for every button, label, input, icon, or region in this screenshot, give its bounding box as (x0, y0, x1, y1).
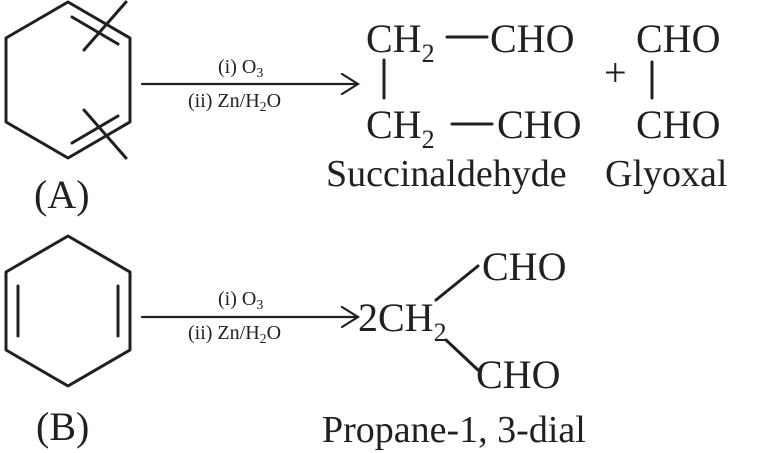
ring-a-double-bond-bottom (70, 114, 120, 145)
cho-a-bottom: CHO (497, 102, 581, 147)
reagent-b-1: (i) O3 (218, 288, 263, 313)
propanedial-structure: 2CH2 CHO CHO (358, 244, 566, 397)
ring-a-double-bond-top (70, 15, 120, 46)
bond-b-bottom (444, 338, 480, 372)
label-b: (B) (36, 404, 89, 449)
methyl-a-top (82, 0, 128, 52)
succinaldehyde-structure: CH2 CHO CH2 CHO (366, 16, 581, 154)
molecule-b-ring (4, 234, 132, 388)
bond-b-top (434, 264, 480, 302)
ring-b-hexagon (4, 234, 132, 388)
glyoxal-cho-top: CHO (636, 16, 720, 61)
plus-sign: + (604, 50, 627, 95)
glyoxal-structure: CHO CHO (636, 16, 720, 147)
cho-b-top: CHO (482, 244, 566, 289)
cho-a-top: CHO (490, 16, 574, 61)
methyl-a-bottom (82, 108, 128, 160)
reaction-a: (A) (i) O3 (ii) Zn/H2O CH2 CHO CH2 CHO +… (4, 0, 727, 217)
ch2-a-bottom: CH2 (366, 102, 435, 154)
arrow-a (140, 72, 361, 96)
glyoxal-cho-bottom: CHO (636, 102, 720, 147)
ring-a-hexagon (4, 0, 132, 160)
product-name-glyoxal: Glyoxal (605, 153, 727, 195)
product-name-succinaldehyde: Succinaldehyde (326, 153, 567, 195)
reagent-b-2: (ii) Zn/H2O (188, 322, 281, 347)
ch2-a-top: CH2 (366, 16, 435, 68)
reagents-b: (i) O3 (ii) Zn/H2O (188, 288, 281, 347)
molecule-a-ring (4, 0, 132, 160)
label-a: (A) (34, 172, 90, 217)
reaction-b: (B) (i) O3 (ii) Zn/H2O 2CH2 CHO CHO Prop… (4, 234, 586, 451)
coefficient-ch2: 2CH2 (358, 295, 447, 347)
cho-b-bottom: CHO (476, 352, 560, 397)
reagent-a-1: (i) O3 (218, 56, 263, 81)
arrow-b (140, 305, 361, 329)
reagent-a-2: (ii) Zn/H2O (188, 90, 281, 115)
product-name-propanedial: Propane-1, 3-dial (322, 409, 586, 451)
reagents-a: (i) O3 (ii) Zn/H2O (188, 56, 281, 115)
